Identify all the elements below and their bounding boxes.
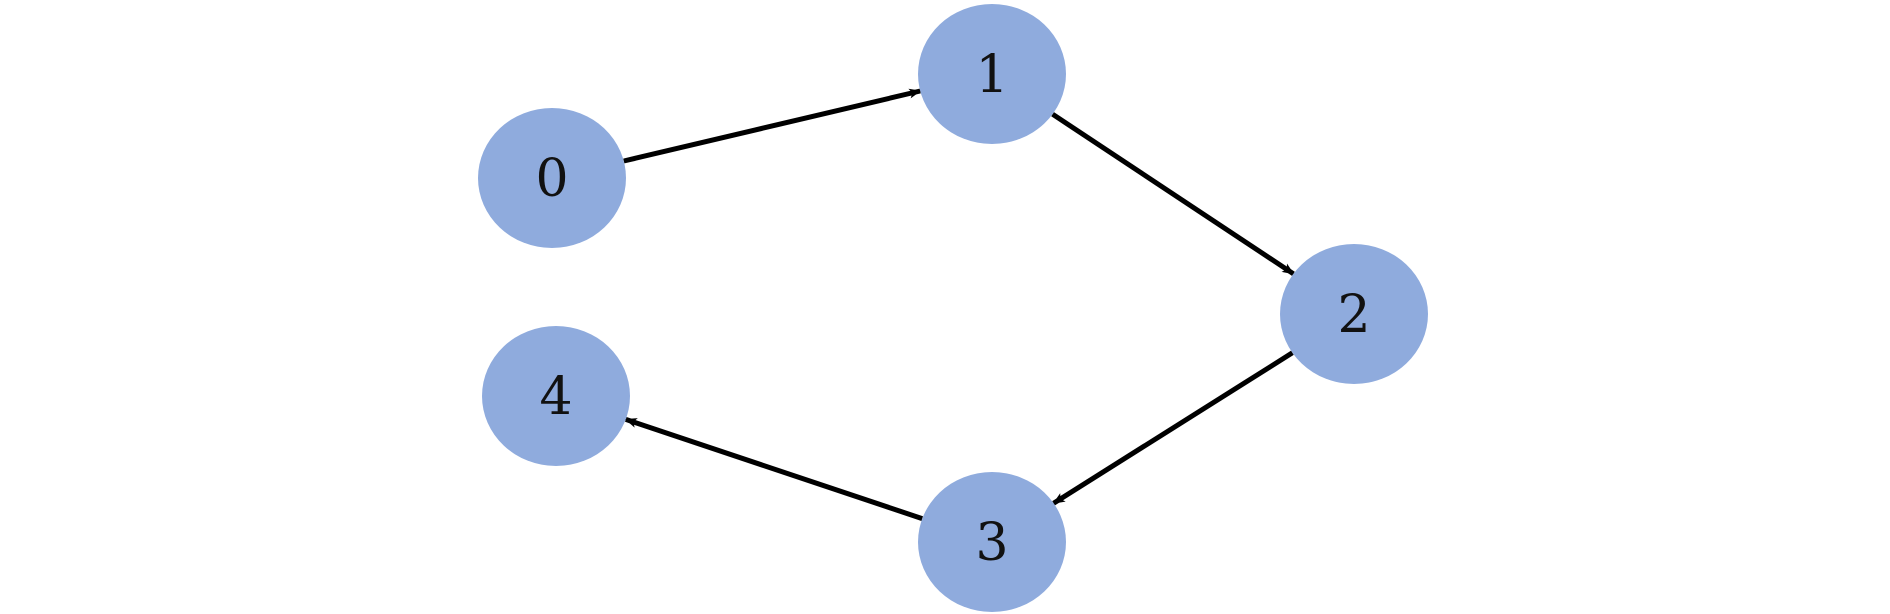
node-4-circle [482, 326, 630, 466]
edge-2-to-3 [1052, 350, 1294, 506]
node-1-circle [918, 4, 1066, 144]
node-2-circle [1280, 244, 1428, 384]
node-1-label: 1 [975, 45, 1008, 105]
edges-layer [623, 88, 1295, 521]
node-4: 4 [482, 326, 630, 466]
node-0-label: 0 [535, 149, 568, 209]
node-3-circle [918, 472, 1066, 612]
edge-3-to-4 [624, 417, 923, 521]
node-1: 1 [918, 4, 1066, 144]
node-3-label: 3 [975, 513, 1008, 573]
edge-1-to-2 [1051, 112, 1295, 276]
node-2: 2 [1280, 244, 1428, 384]
node-3: 3 [918, 472, 1066, 612]
nodes-layer: 0 1 2 3 4 [478, 4, 1428, 612]
node-2-label: 2 [1337, 285, 1370, 345]
node-0: 0 [478, 108, 626, 248]
node-4-label: 4 [539, 367, 572, 427]
edge-0-to-1 [623, 88, 922, 164]
node-0-circle [478, 108, 626, 248]
